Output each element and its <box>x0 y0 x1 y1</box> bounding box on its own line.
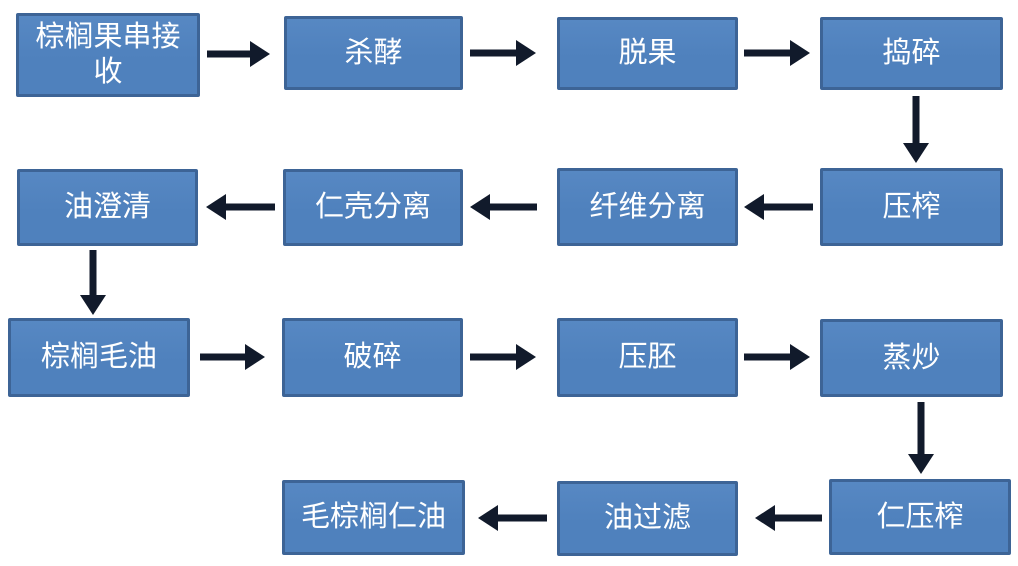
arrow-down-icon <box>908 402 934 474</box>
arrow-left-icon <box>755 505 822 531</box>
arrow-right-icon <box>470 344 536 370</box>
arrow-head <box>790 344 810 370</box>
node-oil-clarification: 油澄清 <box>17 169 198 246</box>
flow-node-label: 脱果 <box>618 37 677 70</box>
node-crude-palm-oil: 棕榈毛油 <box>8 318 190 397</box>
arrow-head <box>516 344 536 370</box>
flow-node-label: 油澄清 <box>63 191 151 224</box>
arrow-head <box>80 295 106 315</box>
flow-node-label: 捣碎 <box>882 37 941 70</box>
arrow-head <box>790 40 810 66</box>
arrow-head <box>755 505 775 531</box>
arrow-head <box>470 194 490 220</box>
flow-node-label: 棕榈毛油 <box>40 341 157 374</box>
flow-node-label: 蒸炒 <box>882 341 941 374</box>
flow-node-label: 破碎 <box>343 341 402 374</box>
flow-node-label: 油过滤 <box>603 502 691 535</box>
node-flaking: 压胚 <box>557 318 738 397</box>
arrow-left-icon <box>478 505 547 531</box>
arrow-head <box>908 454 934 474</box>
node-sterilization: 杀酵 <box>284 16 463 90</box>
flow-node-label: 仁压榨 <box>876 500 964 533</box>
arrow-down-icon <box>903 96 929 163</box>
arrow-head <box>478 505 498 531</box>
node-kernel-pressing: 仁压榨 <box>829 479 1011 555</box>
node-pressing: 压榨 <box>820 168 1003 246</box>
arrow-head <box>206 194 226 220</box>
arrow-head <box>250 41 270 67</box>
flow-node-label: 压榨 <box>882 190 941 223</box>
node-fruit-bunch-receiving: 棕榈果串接收 <box>16 13 200 97</box>
arrow-head <box>516 40 536 66</box>
node-cracking: 破碎 <box>282 318 463 397</box>
flow-node-label: 杀酵 <box>344 36 403 69</box>
node-mashing: 捣碎 <box>820 17 1003 90</box>
arrow-down-icon <box>80 250 106 315</box>
arrow-head <box>245 344 265 370</box>
node-oil-filtration: 油过滤 <box>557 481 738 556</box>
arrow-right-icon <box>200 344 265 370</box>
flow-node-label: 仁壳分离 <box>314 191 431 224</box>
arrow-right-icon <box>470 40 536 66</box>
arrow-left-icon <box>206 194 275 220</box>
arrow-head <box>903 143 929 163</box>
node-threshing: 脱果 <box>557 17 738 90</box>
node-crude-palm-kernel-oil: 毛棕榈仁油 <box>282 480 465 555</box>
flow-node-label: 纤维分离 <box>589 190 706 223</box>
node-kernel-shell-separation: 仁壳分离 <box>283 169 463 246</box>
flow-node-label: 棕榈果串接收 <box>35 21 181 88</box>
node-cooking: 蒸炒 <box>820 319 1003 397</box>
arrow-right-icon <box>744 40 810 66</box>
arrow-left-icon <box>744 194 813 220</box>
arrow-right-icon <box>744 344 810 370</box>
node-fiber-separation: 纤维分离 <box>557 168 738 246</box>
arrow-left-icon <box>470 194 537 220</box>
arrow-head <box>744 194 764 220</box>
flow-node-label: 毛棕榈仁油 <box>300 501 446 534</box>
arrow-right-icon <box>207 41 270 67</box>
flow-node-label: 压胚 <box>618 341 677 374</box>
